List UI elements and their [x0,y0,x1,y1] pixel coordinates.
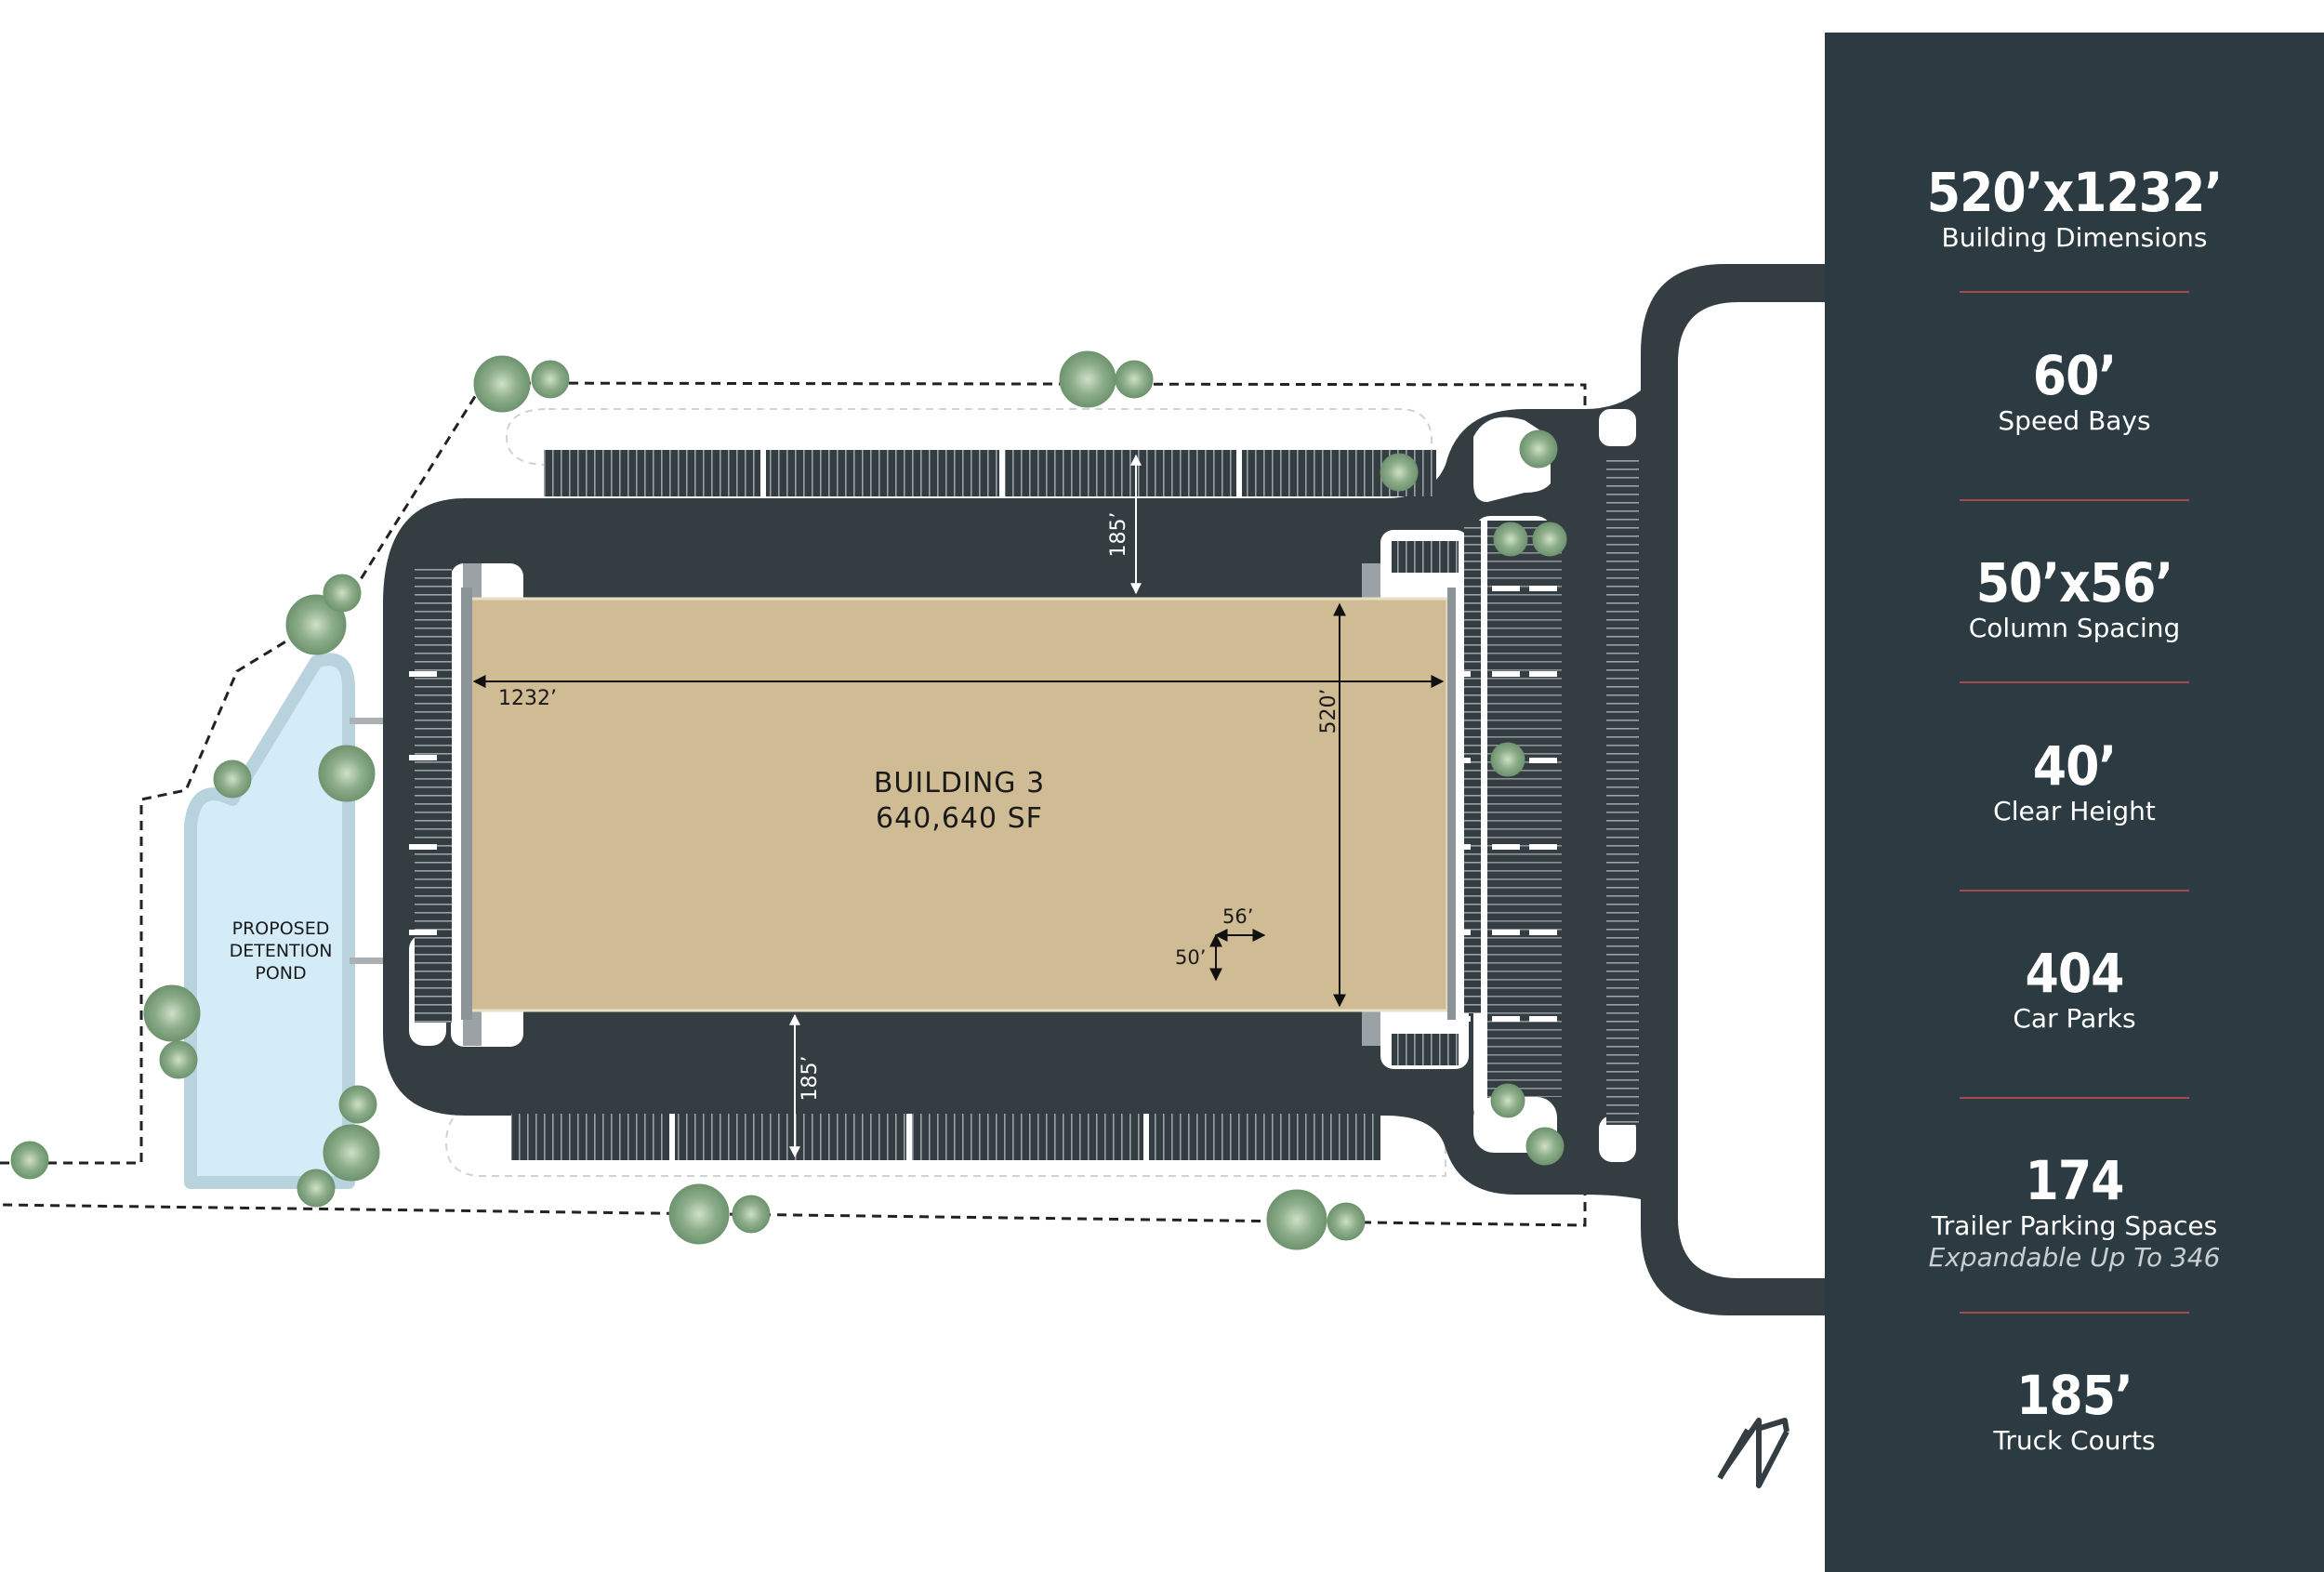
stat-speed-bays: 60’ Speed Bays [1825,346,2324,437]
stat-truck-courts: 185’ Truck Courts [1825,1366,2324,1457]
pond-label-line3: POND [255,963,306,984]
site-plan: BUILDING 3 640,640 SF 1232’ 520’ 185’ 18… [0,264,1825,1488]
building-width-label: 520’ [1317,689,1340,734]
stat-value: 404 [2025,942,2125,1005]
stat-clear-height: 40’ Clear Height [1825,736,2324,827]
tree-icon [1519,429,1558,469]
tree-icon [323,574,362,613]
stat-label: Trailer Parking Spaces [1931,1210,2218,1241]
pond-label-line1: PROPOSED [232,918,330,939]
stat-trailer-parking: 174 Trailer Parking Spaces Expandable Up… [1825,1151,2324,1274]
tree-icon [10,1141,49,1180]
tree-icon [1490,742,1525,777]
tree-icon [323,1124,380,1182]
divider [1960,499,2189,501]
divider [1960,890,2189,892]
stat-value: 185’ [2016,1364,2133,1427]
stat-value: 40’ [2032,734,2117,798]
tree-icon [159,1040,198,1079]
building-length-label: 1232’ [498,687,557,710]
divider [1960,1312,2189,1314]
stat-value: 174 [2025,1149,2125,1212]
tree-icon [143,984,201,1042]
tree-icon [285,594,347,655]
building-area: 640,640 SF [876,802,1043,835]
tree-icon [1115,360,1154,399]
stat-label: Speed Bays [1998,405,2151,436]
tree-icon [338,1085,377,1124]
truck-court-north-label: 185’ [1107,512,1130,558]
tree-icon [1380,453,1419,492]
stat-value: 520’x1232’ [1926,161,2223,224]
detention-pond [184,653,355,1189]
stat-note: Expandable Up To 346 [1928,1242,2221,1273]
stat-value: 60’ [2032,344,2117,407]
north-arrow-icon [1717,1418,1789,1488]
specs-sidebar: 520’x1232’ Building Dimensions 60’ Speed… [1825,33,2324,1572]
tree-icons [10,350,1567,1250]
stat-column-spacing: 50’x56’ Column Spacing [1825,553,2324,644]
tree-icon [1493,522,1528,557]
tree-icon [732,1195,771,1234]
tree-icon [1490,1083,1525,1118]
stat-car-parks: 404 Car Parks [1825,944,2324,1035]
tree-icon [318,745,376,802]
tree-icon [668,1183,730,1245]
divider [1960,291,2189,293]
access-drive [1641,264,1825,1315]
property-line [0,381,1587,1227]
building-name: BUILDING 3 [874,767,1045,799]
tree-icon [1266,1189,1327,1250]
stat-label: Clear Height [1993,796,2156,826]
tree-icon [473,355,531,413]
stat-value: 50’x56’ [1975,551,2174,614]
tree-icon [213,760,252,799]
tree-icon [531,360,570,399]
tree-icon [297,1169,336,1208]
column-spacing-h-label: 56’ [1222,905,1253,928]
column-spacing-v-label: 50’ [1175,946,1206,969]
pond-label-line2: DETENTION [230,941,333,961]
stat-building-dimensions: 520’x1232’ Building Dimensions [1825,163,2324,254]
stat-label: Truck Courts [1993,1425,2156,1456]
divider [1960,1097,2189,1099]
stat-label: Building Dimensions [1941,222,2208,253]
tree-icon [1525,1127,1565,1166]
stat-label: Column Spacing [1968,613,2181,643]
tree-icon [1059,350,1116,408]
stat-label: Car Parks [2013,1003,2136,1034]
divider [1960,681,2189,683]
tree-icon [1327,1202,1366,1241]
tree-icon [1532,522,1567,557]
truck-court-south-label: 185’ [799,1056,822,1102]
